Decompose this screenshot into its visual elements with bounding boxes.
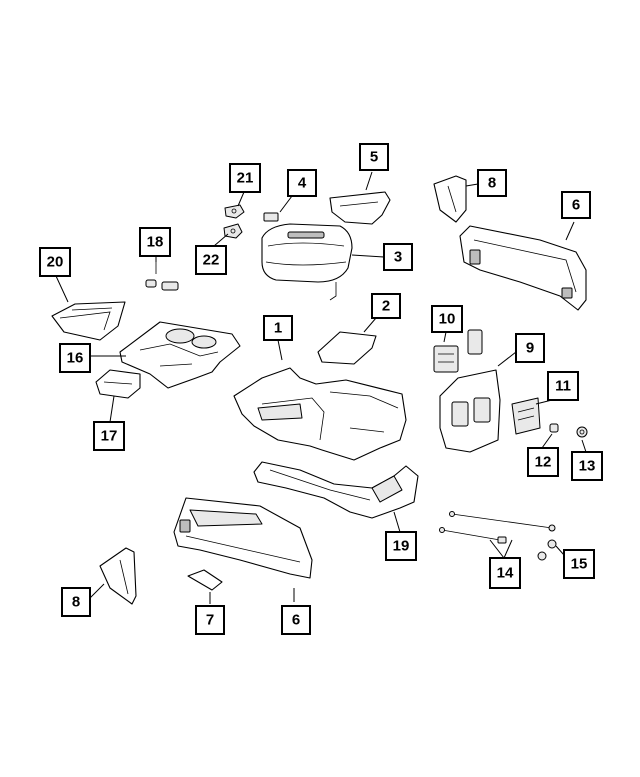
part-18-plug [145,262,179,291]
callout-1: 1 [263,315,293,341]
callout-label-8-lower: 8 [72,594,80,611]
callout-label-2: 2 [382,298,390,315]
callout-label-3: 3 [394,249,402,266]
callout-label-16: 16 [67,350,84,367]
callout-label-7: 7 [206,612,214,629]
callout-12: 12 [527,447,559,477]
callout-20: 20 [39,247,71,277]
part-15-clips [537,539,557,561]
callout-4: 4 [287,169,317,197]
callout-8-lower: 8 [61,587,91,617]
part-5-mat [329,191,391,225]
callout-13: 13 [571,451,603,481]
callout-3: 3 [383,243,413,271]
callout-2: 2 [371,293,401,319]
callout-label-21: 21 [237,170,254,187]
callout-16: 16 [59,343,91,373]
callout-9: 9 [515,333,545,363]
part-16-bin [119,321,241,389]
part-10-switch-bank [433,329,483,373]
callout-18: 18 [139,227,171,257]
callout-21: 21 [229,163,261,193]
part-12-fastener [549,423,559,433]
part-14-wiring [439,511,556,544]
part-7-mat [187,569,223,591]
part-22-clip [223,223,243,239]
callout-label-6-lower: 6 [292,612,300,629]
callout-label-17: 17 [101,428,118,445]
callout-17: 17 [93,421,125,451]
callout-label-15: 15 [571,556,588,573]
callout-14: 14 [489,557,521,589]
callout-label-1: 1 [274,320,282,337]
callout-6-upper: 6 [561,191,591,219]
part-9-bezel [439,369,501,453]
part-2-mat [317,331,377,365]
callout-label-18: 18 [147,234,164,251]
callout-label-19: 19 [393,538,410,555]
callout-label-4: 4 [298,175,307,192]
callout-8-upper: 8 [477,169,507,197]
callout-11: 11 [547,371,579,401]
callout-15: 15 [563,549,595,579]
callout-10: 10 [431,305,463,333]
callout-5: 5 [359,143,389,171]
part-6-panel-lower [173,497,313,579]
callout-label-9: 9 [526,340,534,357]
callout-label-10: 10 [439,311,456,328]
part-17-mat [95,369,141,399]
callout-label-14: 14 [497,565,514,582]
part-11-switch [511,397,541,435]
part-1-console-base [233,367,407,461]
leader-lines [55,171,587,604]
callout-7: 7 [195,605,225,635]
part-8-bracket-lower [99,547,137,605]
callout-22: 22 [195,245,227,275]
part-20-tray [51,301,126,341]
callout-label-22: 22 [203,252,220,269]
callout-label-11: 11 [555,378,571,395]
callout-label-20: 20 [47,254,64,271]
callout-6-lower: 6 [281,605,311,635]
callout-label-8-upper: 8 [488,175,496,192]
part-6-panel-upper [459,225,587,311]
part-13-nut [576,426,588,438]
part-4-switch [263,212,279,222]
part-21-clip [224,204,245,219]
callout-label-5: 5 [370,149,378,166]
part-8-bracket-upper [433,175,467,223]
callout-label-6-upper: 6 [572,197,580,214]
part-3-armrest-lid [261,223,353,301]
callout-label-13: 13 [579,458,596,475]
callout-label-12: 12 [535,454,552,471]
part-19-base [253,461,419,519]
callout-19: 19 [385,531,417,561]
